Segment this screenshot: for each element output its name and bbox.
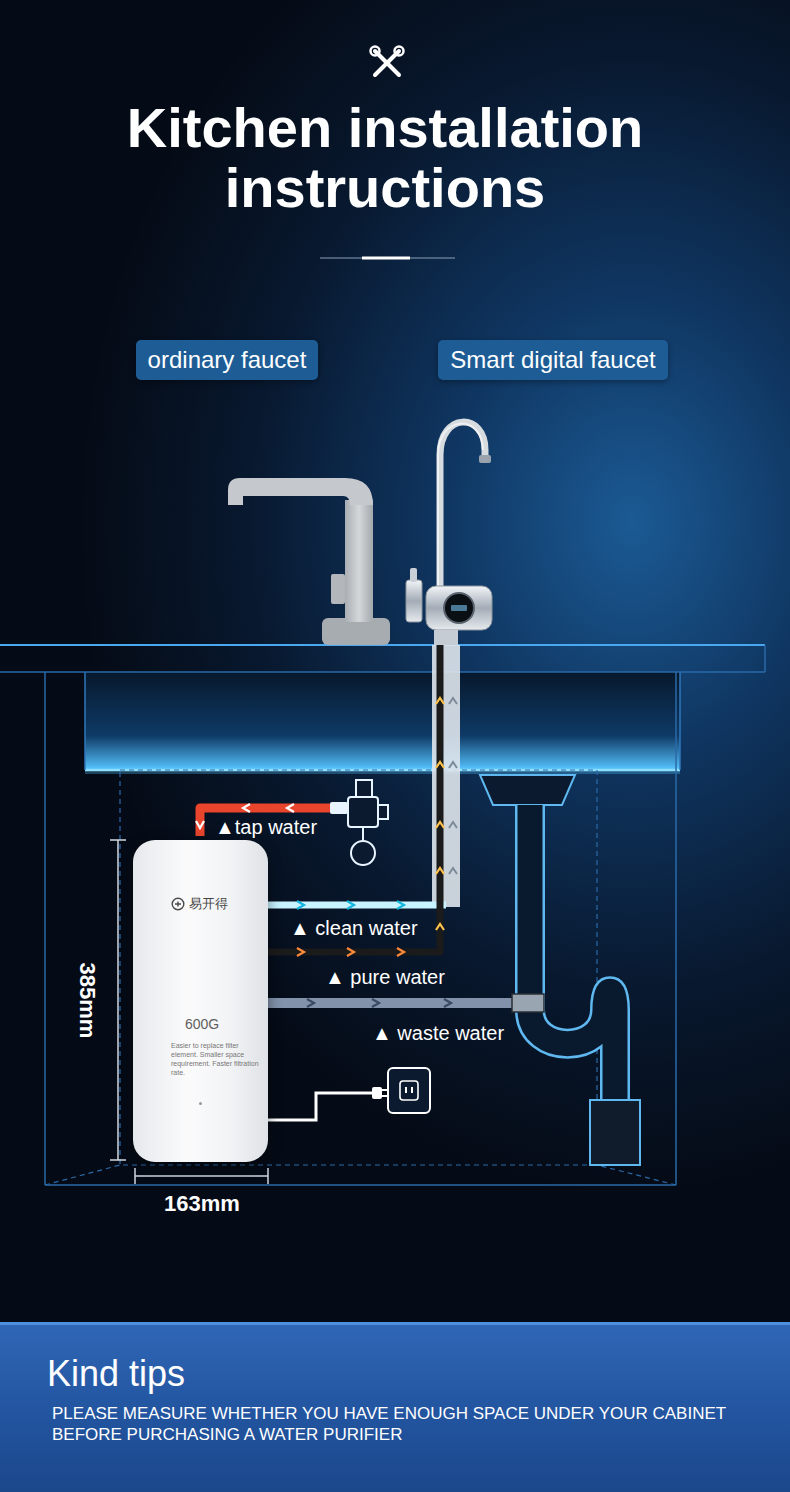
badge-label: ordinary faucet — [148, 345, 307, 375]
cabinet-outline — [675, 672, 677, 1185]
flow-arrow — [397, 948, 404, 956]
wall-socket — [400, 1081, 418, 1100]
flow-arrow — [196, 821, 204, 828]
flow-arrow — [372, 999, 379, 1007]
brand-logo — [172, 898, 184, 910]
countertop-edge — [764, 645, 766, 672]
tools-icon — [395, 47, 404, 56]
drain-outlet — [590, 1100, 640, 1165]
flow-arrow — [397, 901, 404, 909]
drain-fitting — [512, 994, 544, 1012]
tips-band: Kind tipsPLEASE MEASURE WHETHER YOU HAVE… — [0, 1322, 790, 1492]
flow-arrow — [287, 804, 294, 812]
flow-arrow — [436, 924, 444, 930]
dimension-label: 163mm — [164, 1191, 240, 1216]
power-cord — [268, 1093, 372, 1120]
dimension-tick — [110, 1159, 126, 1161]
faucet-supply-tube — [432, 645, 460, 907]
ordinary-faucet — [345, 500, 373, 622]
tips-heading: Kind tips — [47, 1353, 766, 1395]
drain-trap — [530, 805, 615, 1102]
dimension-tick — [134, 1168, 136, 1184]
waste-water-pipe — [268, 998, 520, 1008]
flow-label: ▲ clean water — [290, 917, 418, 940]
flow-arrow — [307, 999, 314, 1007]
ordinary-faucet — [322, 618, 390, 645]
smart-faucet-shank — [434, 630, 458, 645]
sink-basin — [85, 672, 680, 770]
tap-valve — [362, 827, 364, 841]
smart-faucet-lever — [410, 568, 417, 582]
cabinet-outline — [44, 672, 46, 1185]
divider-line — [320, 258, 455, 259]
smart-faucet-display — [444, 593, 474, 623]
model-number: 600G — [185, 1016, 268, 1033]
flow-arrow — [297, 901, 304, 909]
cabinet-outline — [45, 1184, 676, 1186]
dimension-label: 385mm — [76, 962, 101, 1038]
flow-arrow — [449, 868, 457, 874]
flow-arrow — [444, 999, 451, 1007]
tap-valve — [378, 805, 388, 819]
category-badge: ordinary faucet — [136, 340, 319, 380]
tap-valve-outlet — [330, 802, 348, 814]
flow-arrow — [347, 901, 354, 909]
category-badge: Smart digital faucet — [438, 340, 667, 380]
dimension-line — [135, 1175, 268, 1177]
flow-arrow — [449, 822, 457, 828]
tap-valve — [356, 780, 372, 797]
countertop-edge — [0, 671, 765, 673]
flow-label: ▲tap water — [215, 816, 317, 839]
brand-logo — [171, 897, 185, 911]
wall-socket — [411, 1087, 413, 1093]
flow-arrow — [436, 822, 444, 828]
purifier-unit: 易开得 600G Easier to replace filter element.… — [133, 840, 268, 1162]
sink-drain — [480, 775, 575, 805]
smart-faucet-nozzle — [479, 455, 491, 463]
tools-icon — [371, 47, 380, 56]
wall-socket — [388, 1068, 430, 1113]
dimension-tick — [110, 839, 126, 841]
spec-note: Easier to replace filter element. Smalle… — [171, 1041, 261, 1077]
flow-label: ▲ pure water — [325, 966, 445, 989]
tap-valve-knob — [351, 841, 375, 865]
smart-faucet-lever — [406, 580, 422, 622]
badge-label: Smart digital faucet — [450, 345, 655, 375]
flow-arrow — [347, 948, 354, 956]
pure-water-pipe — [268, 645, 440, 952]
brand-logo — [175, 902, 181, 907]
sink-wall — [679, 672, 681, 770]
smart-faucet-spout — [438, 424, 483, 588]
page-title: Kitchen installation instructions — [15, 98, 755, 218]
flow-arrow — [243, 804, 250, 812]
ordinary-faucet-lever — [331, 574, 345, 604]
clean-water-pipe — [268, 902, 446, 909]
brand-name: 易开得 — [189, 896, 268, 912]
tips-body: PLEASE MEASURE WHETHER YOU HAVE ENOUGH S… — [52, 1403, 766, 1445]
dimension-tick — [267, 1168, 269, 1184]
sink-wall — [84, 672, 86, 770]
tap-valve — [348, 797, 378, 827]
cabinet-floor-edge — [597, 1165, 676, 1185]
smart-faucet-spout — [440, 422, 485, 588]
cabinet-floor-edge — [45, 1165, 120, 1185]
flow-arrow — [436, 868, 444, 874]
flow-label: ▲ waste water — [372, 1022, 504, 1045]
ordinary-faucet — [228, 478, 373, 505]
smart-faucet-body — [426, 586, 492, 630]
dimension-line — [117, 840, 119, 1160]
indicator-dot — [199, 1102, 202, 1105]
wall-socket — [405, 1087, 407, 1093]
power-plug — [372, 1087, 382, 1099]
flow-arrow — [436, 698, 444, 704]
flow-arrow — [449, 698, 457, 704]
flow-arrow — [449, 762, 457, 768]
flow-arrow — [297, 948, 304, 956]
divider-accent — [362, 257, 410, 260]
flow-arrow — [436, 762, 444, 768]
smart-faucet-display — [451, 605, 467, 611]
